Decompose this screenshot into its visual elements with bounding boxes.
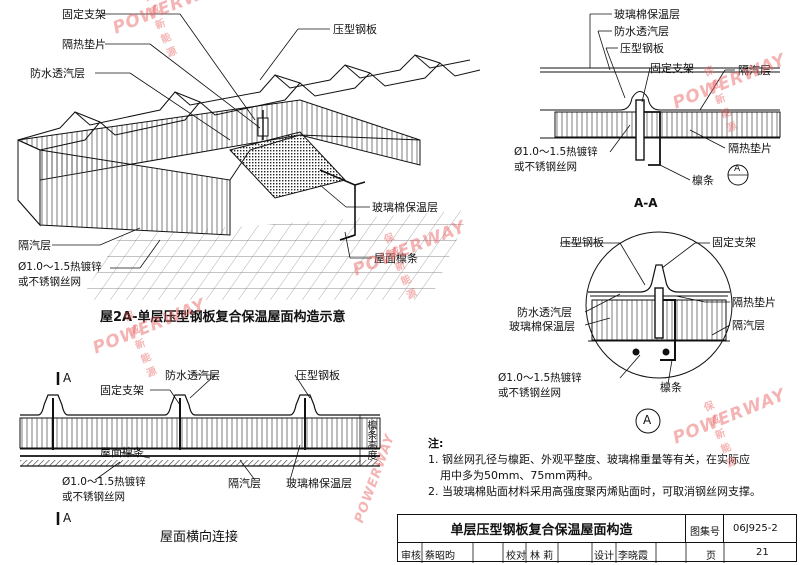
tr-section-mark-top: A xyxy=(63,371,72,385)
iso-caption: 屋2A-单层压型钢板复合保温屋面构造示意 xyxy=(100,310,346,325)
title-block-grid xyxy=(421,543,725,563)
tr-label-waterproof-layer: 防水透汽层 xyxy=(165,369,220,382)
aa-label-pressed-steel: 压型钢板 xyxy=(620,42,664,55)
title-block-title: 单层压型钢板复合保温屋面构造 xyxy=(398,515,686,543)
da-label-pressed-steel: 压型钢板 xyxy=(560,236,604,249)
notes-heading: 注: xyxy=(428,437,444,450)
iso-label-insulation-pad: 隔热垫片 xyxy=(62,38,106,51)
aa-title: A-A xyxy=(634,196,658,210)
iso-label-vapor-layer: 隔汽层 xyxy=(18,239,51,252)
iso-label-wire-mesh-2: 或不锈钢丝网 xyxy=(18,276,81,288)
da-label-fixed-bracket: 固定支架 xyxy=(712,236,756,249)
title-block-atlas-no-cell xyxy=(724,515,796,543)
notes-block: 注: 1. 钢丝网孔径与檩距、外观平整度、玻璃棉重量等有关，在实际应 用中多为5… xyxy=(428,436,798,500)
isometric-roof-view xyxy=(17,13,481,300)
section-aa-view xyxy=(540,13,781,186)
iso-label-glass-wool: 玻璃棉保温层 xyxy=(372,201,438,214)
note-1b: 用中多为50mm、75mm两种。 xyxy=(440,469,599,482)
tr-title: 屋面横向连接 xyxy=(160,530,239,545)
iso-label-purlin: 屋面檩条 xyxy=(374,252,418,265)
title-block: 单层压型钢板复合保温屋面构造 图集号 06J925-2 审核 蔡昭昀 校对 林 … xyxy=(397,514,797,563)
aa-label-glass-wool: 玻璃棉保温层 xyxy=(614,8,680,21)
review-name: 蔡昭昀 xyxy=(425,551,455,562)
design-name: 李晓霞 xyxy=(618,551,648,562)
iso-label-pressed-steel: 压型钢板 xyxy=(333,23,377,36)
note-2: 2. 当玻璃棉贴面材料采用高强度聚丙烯贴面时，可取消钢丝网支撑。 xyxy=(428,485,761,498)
page-label: 页 xyxy=(706,551,716,562)
check-name: 林 莉 xyxy=(530,551,554,562)
da-label-vapor-layer: 隔汽层 xyxy=(732,319,765,332)
da-label-wire-mesh-2: 或不锈钢丝网 xyxy=(498,387,561,399)
aa-label-wire-mesh-1: Ø1.0～1.5热镀锌 xyxy=(514,146,598,158)
da-label-purlin: 檩条 xyxy=(660,381,682,394)
da-marker: A xyxy=(643,413,652,427)
aa-label-waterproof-layer: 防水透汽层 xyxy=(614,25,669,38)
atlas-no: 06J925-2 xyxy=(733,523,778,534)
page-no: 21 xyxy=(756,547,769,558)
da-label-insulation-pad: 隔热垫片 xyxy=(732,296,776,309)
aa-label-vapor-layer: 隔汽层 xyxy=(738,64,771,77)
tr-label-wire-mesh-1: Ø1.0～1.5热镀锌 xyxy=(62,476,146,488)
tr-section-mark-bottom: A xyxy=(63,511,72,525)
da-label-glass-wool: 玻璃棉保温层 xyxy=(509,320,575,333)
aa-label-wire-mesh-2: 或不锈钢丝网 xyxy=(514,161,577,173)
check-label: 校对 xyxy=(506,551,526,562)
aa-detail-ref: A xyxy=(734,164,741,174)
detail-a-view xyxy=(560,231,733,434)
note-1a: 1. 钢丝网孔径与檩距、外观平整度、玻璃棉重量等有关，在实际应 xyxy=(428,453,750,466)
tr-label-purlin-height: 檩条高度 xyxy=(365,420,376,460)
iso-label-fixed-bracket: 固定支架 xyxy=(62,8,106,21)
tr-label-purlin: 屋面檩条 xyxy=(100,446,144,459)
review-label: 审核 xyxy=(401,551,421,562)
atlas-label: 图集号 xyxy=(690,527,720,538)
transverse-section-view xyxy=(19,372,381,525)
tr-label-fixed-bracket: 固定支架 xyxy=(100,384,144,397)
iso-label-waterproof-layer: 防水透汽层 xyxy=(30,67,85,80)
design-label: 设计 xyxy=(594,551,614,562)
tr-label-pressed-steel: 压型钢板 xyxy=(296,369,340,382)
tr-label-glass-wool: 玻璃棉保温层 xyxy=(286,477,352,490)
da-label-waterproof-layer: 防水透汽层 xyxy=(517,306,572,319)
da-label-wire-mesh-1: Ø1.0～1.5热镀锌 xyxy=(498,372,582,384)
title-block-atlas-cell xyxy=(686,515,724,543)
tr-label-vapor-layer: 隔汽层 xyxy=(228,477,261,490)
iso-label-wire-mesh-1: Ø1.0～1.5热镀锌 xyxy=(18,261,102,273)
tr-label-wire-mesh-2: 或不锈钢丝网 xyxy=(62,491,125,503)
aa-label-fixed-bracket: 固定支架 xyxy=(650,62,694,75)
aa-label-insulation-pad: 隔热垫片 xyxy=(728,142,772,155)
aa-label-purlin: 檩条 xyxy=(692,174,714,187)
